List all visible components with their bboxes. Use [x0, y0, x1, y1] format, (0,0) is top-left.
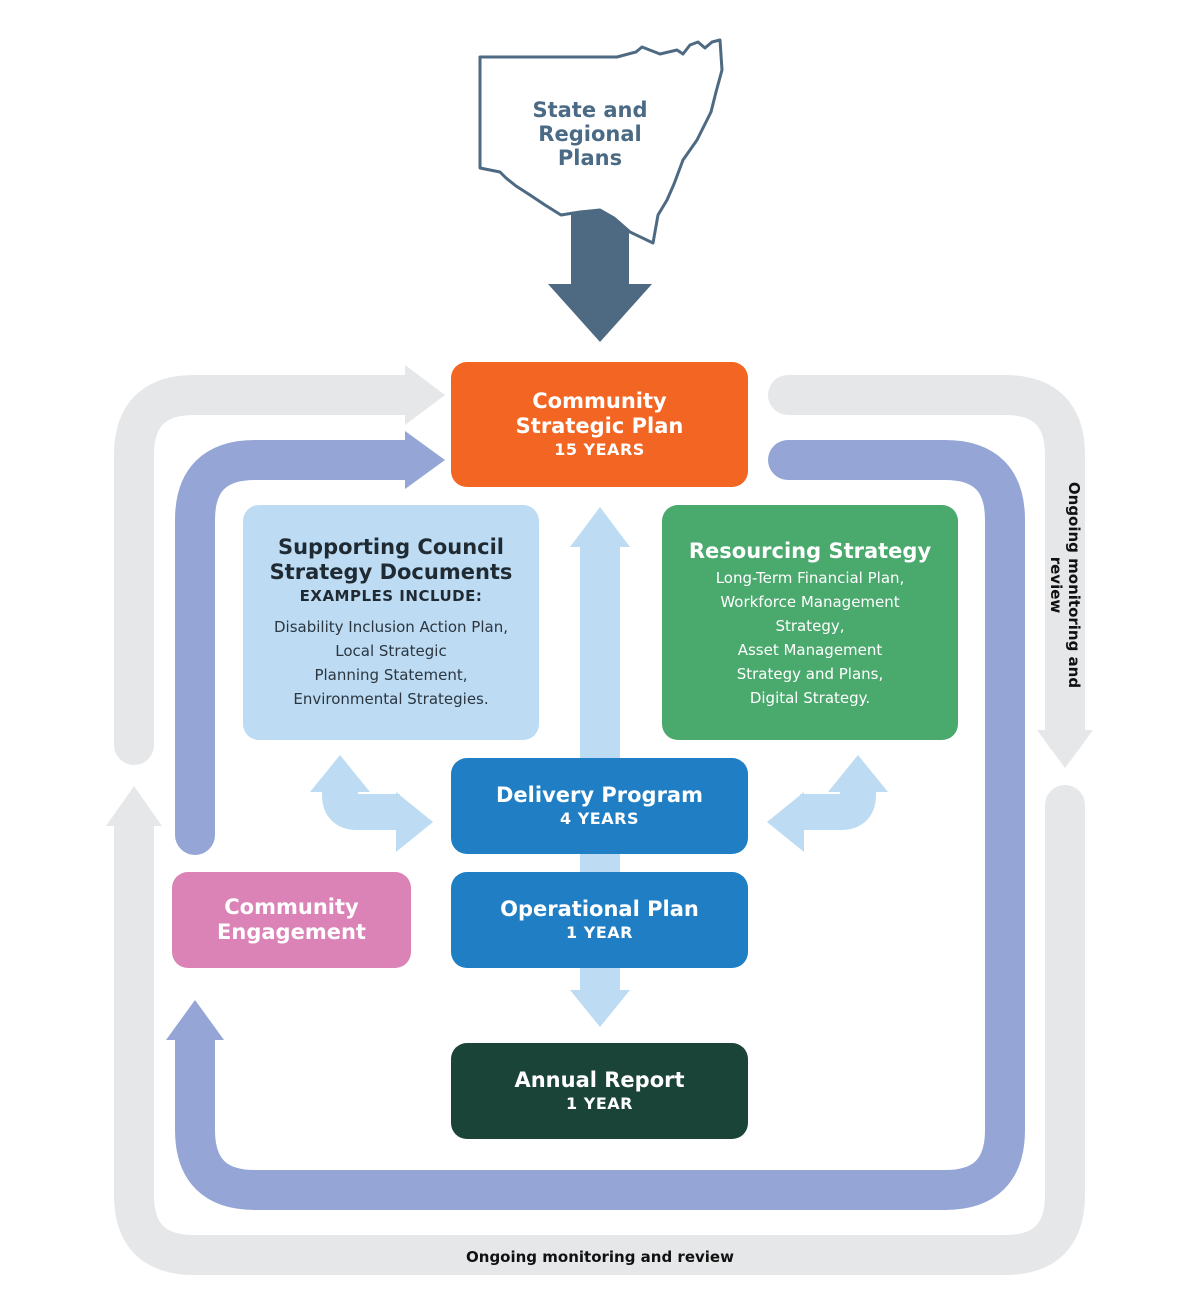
operational-duration: 1 YEAR [566, 922, 633, 942]
left-curved-connector [322, 790, 400, 830]
support-subtitle: EXAMPLES INCLUDE: [299, 587, 483, 605]
support-title: Supporting Council Strategy Documents [269, 535, 513, 584]
supporting-documents-box[interactable]: Supporting Council Strategy Documents EX… [243, 505, 539, 740]
operational-plan-box[interactable]: Operational Plan 1 YEAR [451, 872, 748, 968]
annual-report-box[interactable]: Annual Report 1 YEAR [451, 1043, 748, 1139]
right-connector-arrowhead-up [828, 755, 888, 792]
nsw-map-outline [478, 38, 724, 245]
inner-loop-arrowhead-bottom [166, 1000, 224, 1040]
monitoring-label-bottom: Ongoing monitoring and review [466, 1248, 734, 1266]
right-curved-connector [800, 790, 876, 830]
annual-title: Annual Report [514, 1067, 685, 1092]
state-regional-plans-label: State and Regional Plans [532, 98, 648, 170]
left-connector-arrowhead-up [310, 755, 370, 792]
csp-duration: 15 YEARS [554, 439, 645, 459]
right-connector-arrowhead-left [767, 792, 804, 852]
outer-monitoring-loop [114, 375, 1085, 1275]
outer-loop-arrowhead-left [106, 786, 162, 826]
engagement-title: Community Engagement [217, 895, 366, 944]
connector-arrowhead-up [570, 507, 630, 547]
inner-review-loop [175, 440, 1025, 1210]
outer-loop-arrowhead-right [1037, 730, 1093, 768]
monitoring-label-right: Ongoing monitoring and review [1047, 481, 1083, 689]
outer-loop-arrowhead-top [405, 365, 445, 425]
annual-duration: 1 YEAR [566, 1093, 633, 1113]
community-engagement-box[interactable]: Community Engagement [172, 872, 411, 968]
operational-title: Operational Plan [500, 896, 699, 921]
delivery-duration: 4 YEARS [560, 808, 639, 828]
delivery-program-box[interactable]: Delivery Program 4 YEARS [451, 758, 748, 854]
community-strategic-plan-box[interactable]: Community Strategic Plan 15 YEARS [451, 362, 748, 487]
csp-title: Community Strategic Plan [515, 388, 684, 438]
resourcing-body: Long-Term Financial Plan, Workforce Mana… [715, 569, 905, 707]
inner-loop-arrowhead-top [405, 431, 445, 489]
left-connector-arrowhead-right [396, 792, 433, 852]
support-body: Disability Inclusion Action Plan, Local … [274, 618, 508, 708]
state-arrow-head [548, 284, 652, 342]
resourcing-strategy-box[interactable]: Resourcing Strategy Long-Term Financial … [662, 505, 958, 740]
delivery-title: Delivery Program [496, 782, 703, 807]
connector-arrowhead-down [570, 990, 630, 1027]
resourcing-title: Resourcing Strategy [688, 539, 932, 563]
